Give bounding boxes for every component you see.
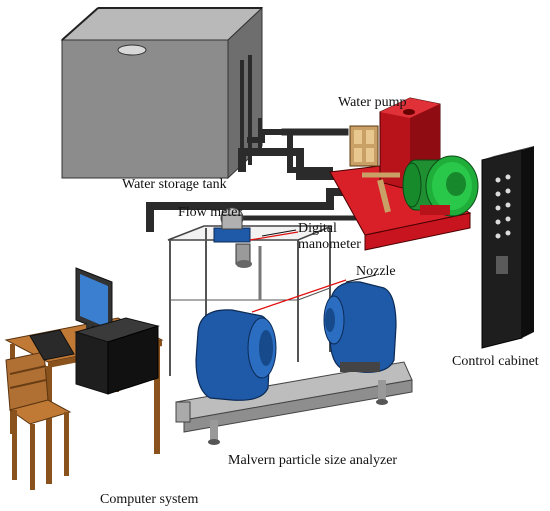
pump-motor [402, 155, 479, 217]
label-digital-manometer-line1: Digital [298, 221, 337, 236]
laser-lines [249, 231, 347, 313]
label-digital-manometer-line2: manometer [298, 237, 361, 252]
water-storage-tank [60, 6, 264, 180]
label-water-storage-tank: Water storage tank [122, 177, 227, 192]
analyzer-receiver [323, 281, 397, 373]
keyboard [29, 329, 75, 361]
flow-meter [213, 207, 252, 268]
analyzer-rail [175, 361, 413, 445]
tank-hatch [117, 44, 147, 56]
label-flow-meter: Flow meter [178, 205, 242, 220]
analyzer-transmitter [195, 309, 277, 401]
computer-tower [74, 317, 160, 395]
label-nozzle: Nozzle [356, 264, 396, 279]
label-computer-system: Computer system [100, 492, 198, 507]
leader-lines [261, 229, 377, 283]
label-control-cabinet: Control cabinet [452, 354, 539, 369]
monitor [75, 267, 113, 335]
cabinet-indicators [495, 174, 511, 239]
label-water-pump: Water pump [338, 95, 406, 110]
control-cabinet [481, 146, 534, 349]
desk-chair [5, 351, 72, 490]
label-malvern-analyzer: Malvern particle size analyzer [228, 453, 397, 468]
